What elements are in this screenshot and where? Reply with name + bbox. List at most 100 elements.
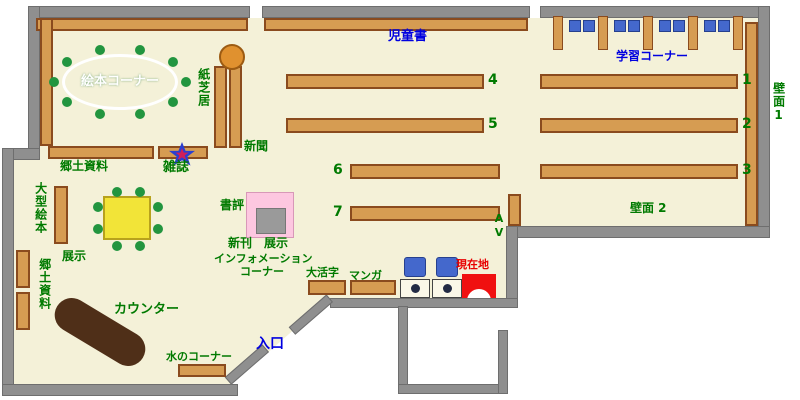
label-water-corner: 水のコーナー	[166, 350, 232, 363]
label-magazines: 雑誌	[163, 160, 190, 175]
reading-chair-dot	[168, 97, 178, 107]
stairs-outline-left	[398, 306, 408, 394]
stairs-outline-bottom	[398, 384, 508, 394]
reading-chair-dot	[112, 187, 122, 197]
bookshelf-row-5	[286, 118, 484, 133]
label-children-books: 児童書	[388, 29, 428, 44]
label-display-left: 展示	[62, 249, 87, 263]
wall-bottom	[2, 384, 238, 396]
reading-chair-dot	[181, 77, 191, 87]
picture-book-corner-label: 絵本コーナー	[80, 74, 159, 90]
reading-chair-dot	[153, 224, 163, 234]
manga-shelf	[350, 280, 396, 295]
wall-top-left	[28, 6, 250, 18]
shelf-number-5: 5	[488, 116, 498, 132]
study-carrel-partition	[598, 16, 608, 50]
label-large-print: 大活字	[306, 266, 339, 279]
study-chair	[569, 20, 581, 32]
wall-top-mid	[262, 6, 530, 18]
reading-chair-dot	[135, 45, 145, 55]
shelf-number-7: 7	[333, 204, 343, 220]
machine-button-icon	[410, 284, 420, 293]
machine-chair	[404, 257, 426, 277]
study-chair	[583, 20, 595, 32]
shelf-number-3: 3	[742, 162, 752, 178]
reading-chair-dot	[95, 109, 105, 119]
label-large-picture-books: 大型絵本	[33, 182, 48, 234]
av-shelf	[508, 194, 521, 226]
shelf-number-1: 1	[742, 72, 752, 88]
label-newspaper: 新聞	[244, 139, 269, 153]
large-print-shelf	[308, 280, 346, 295]
study-chair	[673, 20, 685, 32]
wall-below-machines	[330, 298, 518, 308]
exhibit-box	[256, 208, 286, 234]
reading-chair-dot	[93, 224, 103, 234]
bookshelf-row-7	[350, 206, 500, 221]
reading-chair-dot	[168, 57, 178, 67]
bookshelf-row-2	[540, 118, 738, 133]
machine-chair	[436, 257, 458, 277]
local-materials-shelf-upper	[48, 146, 154, 159]
reading-chair-dot	[95, 45, 105, 55]
checkout-machine	[400, 279, 430, 298]
study-chair	[614, 20, 626, 32]
reading-chair-dot	[135, 109, 145, 119]
stairs-outline-right	[498, 330, 508, 394]
bookshelf-row-4	[286, 74, 484, 89]
reading-chair-dot	[135, 241, 145, 251]
current-location-arc-icon	[467, 289, 491, 298]
kamishibai-shelf-2	[229, 66, 242, 148]
label-av-corner: AV	[492, 212, 506, 240]
shelf-number-4: 4	[488, 72, 498, 88]
top-wall-bookshelf-left	[36, 18, 248, 31]
water-corner-shelf	[178, 364, 226, 377]
wall-surface-2	[516, 226, 770, 238]
study-chair	[628, 20, 640, 32]
bookshelf-row-6	[350, 164, 500, 179]
study-carrel-partition	[553, 16, 563, 50]
top-wall-bookshelf-mid	[264, 18, 528, 31]
study-carrel-partition	[733, 16, 743, 50]
wall-right	[758, 6, 770, 238]
reading-chair-dot	[62, 57, 72, 67]
shelf-number-6: 6	[333, 162, 343, 178]
kamishibai-shelf-1	[214, 66, 227, 148]
reading-chair-dot	[112, 241, 122, 251]
round-table	[219, 44, 245, 70]
study-chair	[659, 20, 671, 32]
label-new-arrivals: 新刊	[228, 236, 253, 250]
label-information-line2: コーナー	[240, 265, 284, 278]
reading-chair-dot	[153, 202, 163, 212]
label-entrance: 入口	[256, 336, 284, 352]
bookshelf-row-1	[540, 74, 738, 89]
local-materials-shelf-lower-1	[16, 250, 30, 288]
reading-chair-dot	[135, 187, 145, 197]
local-materials-shelf-lower-2	[16, 292, 30, 330]
star-marker-icon	[168, 141, 196, 166]
label-local-materials-lower: 郷土資料	[37, 258, 52, 310]
label-local-materials-upper: 郷土資料	[60, 159, 109, 173]
label-information-line1: インフォメーション	[214, 252, 313, 265]
study-carrel-partition	[688, 16, 698, 50]
bookshelf-row-3	[540, 164, 738, 179]
picture-book-corner-table: 絵本コーナー	[62, 54, 178, 110]
reading-chair-dot	[62, 97, 72, 107]
study-chair	[704, 20, 716, 32]
label-study-corner: 学習コーナー	[616, 49, 689, 63]
reading-chair-dot	[49, 77, 59, 87]
reading-chair-dot	[93, 202, 103, 212]
label-wall-2: 壁面 2	[630, 201, 667, 215]
label-current-location: 現在地	[456, 258, 489, 271]
study-chair	[718, 20, 730, 32]
wall-1-bookshelf	[745, 22, 758, 226]
study-carrel-partition	[643, 16, 653, 50]
checkout-machine	[432, 279, 462, 298]
current-location-marker	[462, 274, 496, 298]
label-display-right: 展示	[264, 236, 289, 250]
wall-left-lower	[2, 148, 14, 396]
machine-button-icon	[442, 284, 452, 293]
label-wall-1: 壁面1	[771, 82, 786, 123]
wall-lower-right	[506, 226, 518, 306]
